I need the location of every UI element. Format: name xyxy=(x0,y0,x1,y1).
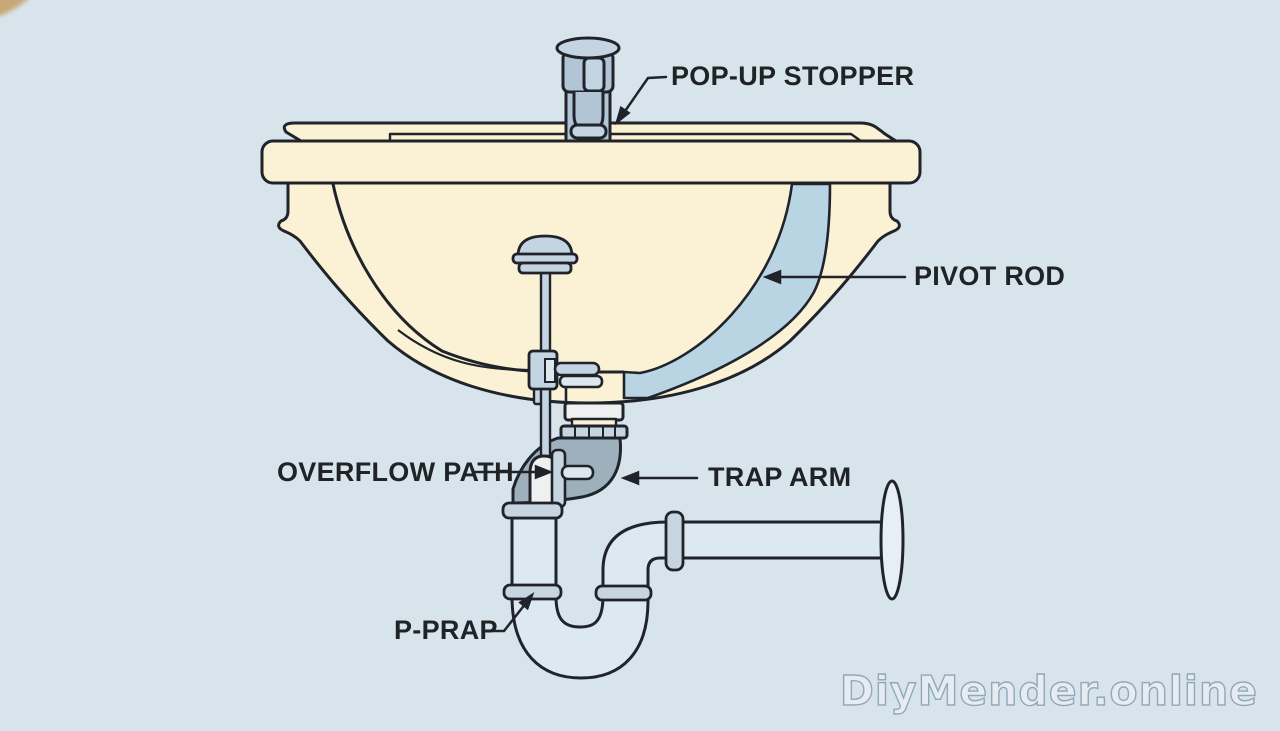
label-pivot-rod: PIVOT ROD xyxy=(914,261,1066,291)
overflow-channel xyxy=(622,182,832,400)
label-pop-up-stopper: POP-UP STOPPER xyxy=(671,61,915,91)
drain-locknut-slots xyxy=(574,427,616,437)
p-trap-pipe-run xyxy=(510,516,886,680)
corner-smudge xyxy=(0,0,35,21)
leader-pop-up-stopper xyxy=(621,75,668,116)
sink-deck xyxy=(260,139,922,185)
faucet xyxy=(555,36,621,147)
trap-arm-nut xyxy=(664,510,685,572)
slip-nuts xyxy=(501,501,685,602)
label-p-trap: P-PRAP xyxy=(394,615,498,645)
pivot-rod-bar xyxy=(553,361,601,377)
leader-lines xyxy=(472,75,907,633)
linkage-curve xyxy=(397,329,531,372)
label-trap-arm: TRAP ARM xyxy=(708,462,852,492)
overflow-elbow-flange xyxy=(550,448,567,509)
arrowhead-p-trap xyxy=(518,591,535,611)
pivot-pin xyxy=(560,464,595,481)
wall-flange xyxy=(879,479,905,601)
pivot-rod-clip xyxy=(558,374,604,389)
trap-right-nut xyxy=(594,584,653,602)
drain-locknut xyxy=(559,424,629,440)
faucet-cap xyxy=(555,36,621,60)
leader-p-trap xyxy=(486,601,528,633)
watermark: DiyMender.online xyxy=(839,666,1258,715)
arrowhead-trap-arm xyxy=(620,470,640,486)
arrowhead-pop-up-stopper xyxy=(614,105,631,126)
pop-up-stopper-knob xyxy=(511,234,579,275)
drain-flange xyxy=(563,401,625,422)
trap-inlet-nut xyxy=(501,501,564,520)
trap-left-nut xyxy=(502,583,563,601)
label-overflow-path: OVERFLOW PATH xyxy=(277,457,514,487)
faucet-spout-lip xyxy=(569,123,608,140)
clevis-slot xyxy=(544,358,556,383)
arrowhead-pivot-rod xyxy=(762,269,782,285)
arrowhead-overflow-path xyxy=(534,464,554,480)
faucet-handle-tab xyxy=(582,56,606,93)
